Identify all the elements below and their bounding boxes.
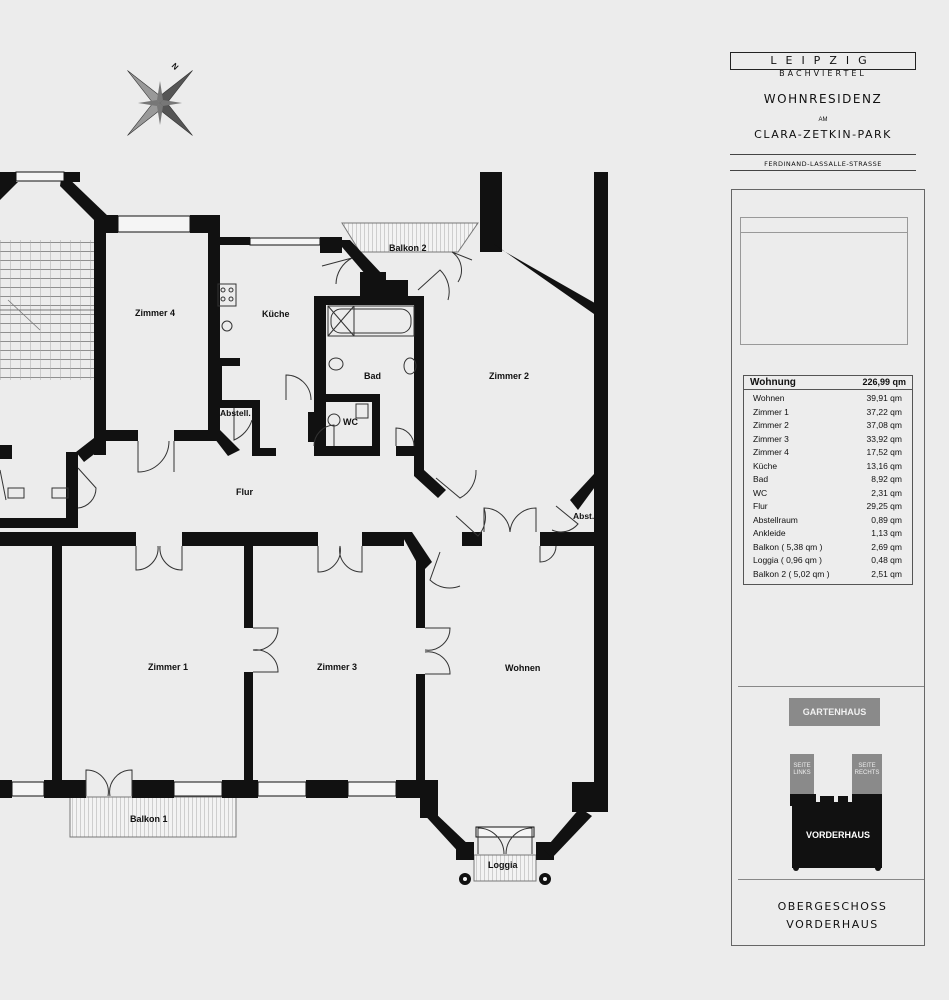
door-swings xyxy=(0,251,579,855)
title-city: LEIPZIG xyxy=(730,52,916,70)
area-row-name: Ankleide xyxy=(753,528,786,538)
area-row: Zimmer 2 37,08 qm xyxy=(744,419,912,433)
key-seite-rechts-line2: RECHTS xyxy=(854,770,880,776)
title-divider-bottom xyxy=(730,170,916,171)
title-am: AM xyxy=(818,117,828,123)
area-row-value: 13,16 qm xyxy=(866,460,902,471)
title-block: LEIPZIG BACHVIERTEL WOHNRESIDENZ AM CLAR… xyxy=(730,52,916,171)
area-row: Wohnen 39,91 qm xyxy=(744,392,912,406)
title-park: CLARA-ZETKIN-PARK xyxy=(754,128,892,141)
room-label-balkon-2: Balkon 2 xyxy=(389,243,427,253)
area-row-name: Abstellraum xyxy=(753,514,798,525)
room-label-wohnen: Wohnen xyxy=(505,663,541,673)
area-row-value: 37,22 qm xyxy=(866,406,902,417)
area-row-name: Zimmer 2 xyxy=(753,420,789,430)
area-row-value: 39,91 qm xyxy=(866,393,902,403)
wc-shaft xyxy=(308,412,314,442)
key-seite-rechts-line1: SEITE xyxy=(858,763,876,769)
area-row-value: 8,92 qm xyxy=(871,474,902,484)
room-label-bad: Bad xyxy=(364,371,382,381)
area-table: Wohnung 226,99 qm Wohnen 39,91 qm Zimmer … xyxy=(743,375,913,585)
key-seite-rechts: SEITE RECHTS xyxy=(852,763,882,777)
info-panel xyxy=(731,189,925,946)
key-seite-links-line1: SEITE xyxy=(793,763,811,769)
room-label-zimmer-4: Zimmer 4 xyxy=(135,308,176,318)
area-row-value: 0,48 qm xyxy=(871,555,902,565)
area-row-value: 33,92 qm xyxy=(866,433,902,444)
area-row-name: Balkon 2 ( 5,02 qm ) xyxy=(753,568,830,579)
compass-rose xyxy=(127,70,193,136)
floor-label: OBERGESCHOSS xyxy=(777,900,888,913)
key-seite-links-line2: LINKS xyxy=(793,770,811,776)
area-row: Abstellraum 0,89 qm xyxy=(744,514,912,528)
area-row-name: Zimmer 3 xyxy=(753,433,789,444)
balkon-1-hatch xyxy=(69,796,237,838)
area-row: Flur 29,25 qm xyxy=(744,500,912,514)
area-row-name: Flur xyxy=(753,501,768,511)
panel-divider xyxy=(738,686,924,687)
area-row: Zimmer 3 33,92 qm xyxy=(744,433,912,447)
area-row: Zimmer 4 17,52 qm xyxy=(744,446,912,460)
area-row-value: 17,52 qm xyxy=(866,447,902,457)
loggia-hatch xyxy=(473,854,537,882)
area-row-name: WC xyxy=(753,487,768,498)
key-seite-links: SEITE LINKS xyxy=(789,763,815,777)
area-row: Küche 13,16 qm xyxy=(744,460,912,474)
room-label-zimmer-3: Zimmer 3 xyxy=(317,662,358,672)
key-gartenhaus: GARTENHAUS xyxy=(789,698,880,726)
area-row: Balkon ( 5,38 qm ) 2,69 qm xyxy=(744,541,912,555)
area-row-value: 37,08 qm xyxy=(866,420,902,430)
area-row-value: 2,51 qm xyxy=(871,568,902,579)
key-vorderhaus: VORDERHAUS xyxy=(805,830,870,840)
area-row-value: 2,69 qm xyxy=(871,541,902,552)
area-row-name: Zimmer 4 xyxy=(753,447,789,457)
title-residence: WOHNRESIDENZ xyxy=(763,92,883,106)
area-table-body: Wohnen 39,91 qm Zimmer 1 37,22 qm Zimmer 2… xyxy=(744,390,912,584)
area-row-value: 2,31 qm xyxy=(871,487,902,498)
walls xyxy=(0,172,608,860)
room-label-abst: Abst. xyxy=(573,511,595,521)
fixtures xyxy=(217,283,417,427)
room-label-abstell: Abstell. xyxy=(220,408,251,418)
room-label-flur: Flur xyxy=(236,487,253,497)
area-row-name: Küche xyxy=(753,460,778,471)
windows xyxy=(11,171,535,838)
area-table-header-value: 226,99 qm xyxy=(862,377,906,387)
area-row: Balkon 2 ( 5,02 qm ) 2,51 qm xyxy=(744,568,912,582)
blank-info-box xyxy=(740,217,908,345)
loggia-bollard-caps xyxy=(463,877,547,881)
key-plan-diagram xyxy=(790,754,882,871)
area-row: Bad 8,92 qm xyxy=(744,473,912,487)
balkon-2-hatch xyxy=(341,222,479,253)
title-street: FERDINAND-LASSALLE-STRASSE xyxy=(764,160,882,168)
area-row-value: 0,89 qm xyxy=(871,514,902,525)
area-row-name: Zimmer 1 xyxy=(753,406,789,417)
room-label-kueche: Küche xyxy=(262,309,290,319)
room-label-zimmer-1: Zimmer 1 xyxy=(148,662,189,672)
area-row: WC 2,31 qm xyxy=(744,487,912,501)
room-label-loggia: Loggia xyxy=(488,860,518,870)
room-label-zimmer-2: Zimmer 2 xyxy=(489,371,530,381)
area-table-header-label: Wohnung xyxy=(750,377,796,388)
area-row-value: 1,13 qm xyxy=(871,528,902,538)
area-row-value: 29,25 qm xyxy=(866,501,902,511)
panel-divider xyxy=(738,879,924,880)
area-row-name: Wohnen xyxy=(753,393,785,403)
room-label-wc: WC xyxy=(343,417,358,427)
title-quarter: BACHVIERTEL xyxy=(779,69,867,78)
area-row: Ankleide 1,13 qm xyxy=(744,527,912,541)
area-row-name: Loggia ( 0,96 qm ) xyxy=(753,555,822,565)
staircase xyxy=(0,240,96,380)
area-row-name: Balkon ( 5,38 qm ) xyxy=(753,541,823,552)
room-label-balkon-1: Balkon 1 xyxy=(130,814,168,824)
area-row: Zimmer 1 37,22 qm xyxy=(744,406,912,420)
building-label: VORDERHAUS xyxy=(786,918,879,931)
area-table-header: Wohnung 226,99 qm xyxy=(744,376,912,390)
area-row: Loggia ( 0,96 qm ) 0,48 qm xyxy=(744,554,912,568)
area-row-name: Bad xyxy=(753,474,769,484)
title-divider xyxy=(730,154,916,155)
